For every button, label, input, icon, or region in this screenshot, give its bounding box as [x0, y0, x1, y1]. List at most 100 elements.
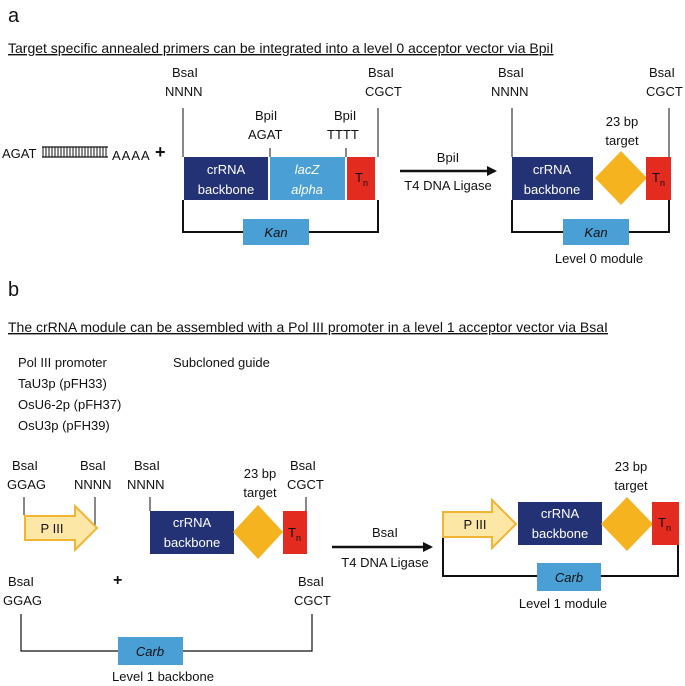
terminator-letter: T [652, 170, 660, 185]
site-label: BsaI [290, 458, 316, 473]
target-label: target [614, 478, 648, 493]
site-sequence: NNNN [74, 477, 112, 492]
terminator-letter: T [658, 515, 666, 530]
site-sequence: CGCT [294, 593, 331, 608]
crrna-backbone-block [518, 502, 602, 545]
block-label: crRNA [541, 506, 580, 521]
site-sequence: GGAG [3, 593, 42, 608]
block-label: crRNA [207, 162, 246, 177]
terminator-letter: T [355, 170, 363, 185]
reaction-arrow-a: BpiI T4 DNA Ligase [400, 150, 497, 193]
site-label: BsaI [134, 458, 160, 473]
terminator-letter: T [288, 525, 296, 540]
site-label: BsaI [80, 458, 106, 473]
subcloned-guide-part: BsaI NNNN 23 bp target BsaI CGCT crRNA b… [127, 458, 324, 559]
site-sequence: TTTT [327, 127, 359, 142]
panel-a-heading: Target specific annealed primers can be … [8, 40, 554, 56]
site-sequence: AGAT [248, 127, 282, 142]
target-label: 23 bp [615, 459, 648, 474]
level1-module: 23 bp target P III crRNA backbone Tn Car… [442, 459, 679, 611]
terminator-label: Tn [355, 170, 368, 188]
terminator-subscript: n [660, 178, 665, 188]
terminator-subscript: n [363, 178, 368, 188]
site-label: BpiI [255, 108, 277, 123]
site-label: BsaI [8, 574, 34, 589]
target-diamond [233, 505, 283, 559]
site-sequence: NNNN [127, 477, 165, 492]
site-sequence: CGCT [287, 477, 324, 492]
block-label: backbone [198, 182, 254, 197]
terminator-subscript: n [666, 523, 671, 533]
block-label: crRNA [533, 162, 572, 177]
backbone-caption: Level 1 backbone [112, 669, 214, 684]
level1-backbone: BsaI GGAG BsaI CGCT Carb Level 1 backbon… [3, 574, 331, 684]
kan-resistance-block [563, 219, 629, 245]
crrna-backbone-block [184, 157, 268, 200]
terminator-subscript: n [296, 533, 301, 543]
block-label: crRNA [173, 515, 212, 530]
kan-resistance-block [243, 219, 309, 245]
target-label: 23 bp [606, 114, 639, 129]
promoter-list-title: Pol III promoter [18, 355, 108, 370]
module-caption: Level 0 module [555, 251, 643, 266]
site-label: BsaI [498, 65, 524, 80]
site-sequence: GGAG [7, 477, 46, 492]
terminator-label: Tn [652, 170, 665, 188]
terminator-block [646, 157, 671, 200]
reaction-ligase: T4 DNA Ligase [341, 555, 428, 570]
lacz-alpha-block [270, 157, 345, 200]
guide-title: Subcloned guide [173, 355, 270, 370]
resistance-label: Kan [584, 225, 607, 240]
reaction-arrow-b: BsaI T4 DNA Ligase [332, 525, 433, 570]
site-sequence: CGCT [646, 84, 683, 99]
site-label: BsaI [649, 65, 675, 80]
pol3-promoter-part: BsaI GGAG BsaI NNNN P III [7, 458, 112, 553]
promoter-list-item: OsU6-2p (pFH37) [18, 397, 121, 412]
panel-b-letter: b [8, 279, 19, 301]
resistance-label: Carb [555, 570, 583, 585]
promoter-label: P III [41, 521, 64, 536]
block-label: alpha [291, 182, 323, 197]
target-label: target [243, 485, 277, 500]
oligo-left-overhang: AGAT [2, 146, 36, 161]
carb-resistance-block [537, 563, 601, 591]
block-label: backbone [532, 526, 588, 541]
reaction-enzyme: BpiI [437, 150, 459, 165]
resistance-label: Kan [264, 225, 287, 240]
level0-module: BsaI NNNN BsaI CGCT 23 bp target crRNA b… [491, 65, 683, 266]
terminator-block [283, 511, 307, 554]
level0-acceptor-vector: BsaI NNNN BpiI AGAT BpiI TTTT BsaI CGCT … [165, 65, 402, 245]
plus-sign-b: + [113, 572, 122, 589]
block-label: backbone [524, 182, 580, 197]
crrna-backbone-block [512, 157, 593, 200]
panel-b-heading: The crRNA module can be assembled with a… [8, 319, 608, 335]
site-sequence: CGCT [365, 84, 402, 99]
promoter-list-item: TaU3p (pFH33) [18, 376, 107, 391]
site-label: BpiI [334, 108, 356, 123]
terminator-label: Tn [658, 515, 671, 533]
oligo-right-overhang: AAAA [112, 148, 151, 163]
target-label: target [605, 133, 639, 148]
site-label: BsaI [368, 65, 394, 80]
site-label: BsaI [172, 65, 198, 80]
annealed-oligo: AGAT AAAA [2, 146, 151, 163]
module-caption: Level 1 module [519, 596, 607, 611]
terminator-block [652, 502, 679, 545]
target-label: 23 bp [244, 466, 277, 481]
promoter-label: P III [464, 517, 487, 532]
terminator-block [347, 157, 375, 200]
block-label: backbone [164, 535, 220, 550]
carb-resistance-block [118, 637, 183, 665]
reaction-enzyme: BsaI [372, 525, 398, 540]
plus-sign-a: + [155, 142, 166, 162]
promoter-arrow [442, 497, 518, 551]
promoter-list: Pol III promoter TaU3p (pFH33) OsU6-2p (… [18, 355, 121, 433]
target-diamond [595, 151, 647, 205]
promoter-list-item: OsU3p (pFH39) [18, 418, 110, 433]
block-label: lacZ [295, 162, 321, 177]
site-sequence: NNNN [491, 84, 529, 99]
site-sequence: NNNN [165, 84, 203, 99]
reaction-ligase: T4 DNA Ligase [404, 178, 491, 193]
oligo-duplex-icon [42, 146, 108, 158]
